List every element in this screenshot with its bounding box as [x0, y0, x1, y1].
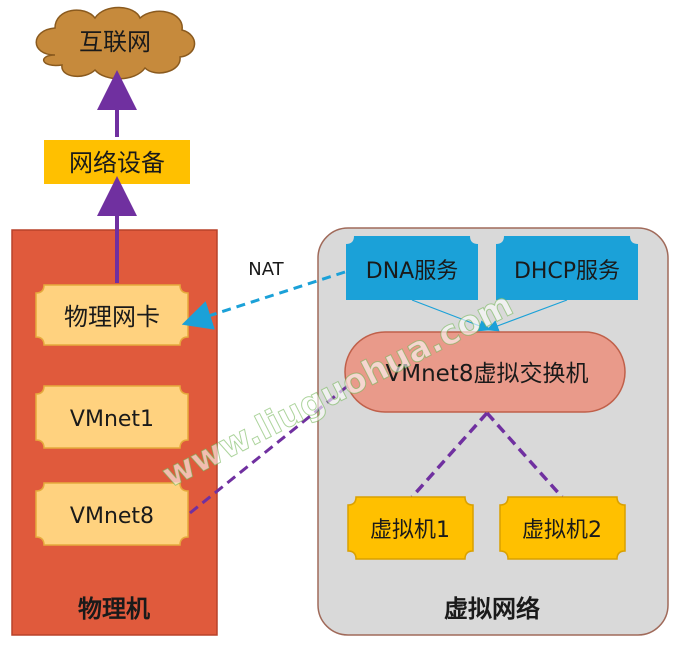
nat-dashed-arrow	[181, 270, 346, 330]
virtual-switch-label: VMnet8虚拟交换机	[386, 361, 589, 387]
switch-to-vm1-line	[410, 411, 489, 499]
dhcp-service-node: DHCP服务	[496, 236, 638, 300]
internet-label: 互联网	[79, 28, 151, 56]
nat-label: NAT	[248, 259, 284, 280]
vmnet8-node: VMnet8	[35, 482, 189, 546]
dhcp-to-switch-arrow	[486, 299, 568, 332]
physical-nic-label: 物理网卡	[64, 303, 160, 331]
internet-cloud: 互联网	[35, 6, 196, 80]
physical-machine-title: 物理机	[78, 595, 150, 623]
virtual-switch-node: VMnet8虚拟交换机	[344, 331, 626, 413]
vm1-label: 虚拟机1	[370, 518, 450, 543]
vmnet8-label: VMnet8	[70, 504, 154, 529]
vm2-node: 虚拟机2	[499, 496, 626, 560]
switch-to-vm2-line	[485, 411, 564, 499]
dna-service-node: DNA服务	[346, 236, 478, 300]
dna-to-switch-arrow	[411, 299, 491, 332]
dna-service-label: DNA服务	[366, 259, 458, 284]
dhcp-service-label: DHCP服务	[514, 259, 620, 284]
vm2-label: 虚拟机2	[522, 518, 602, 543]
vmnet1-node: VMnet1	[35, 385, 189, 449]
vmnet8-to-switch-line	[189, 378, 356, 515]
physical-nic-node: 物理网卡	[35, 284, 189, 346]
vm1-node: 虚拟机1	[347, 496, 474, 560]
vmnet1-label: VMnet1	[70, 407, 154, 432]
virtual-network-title: 虚拟网络	[444, 595, 540, 623]
network-device-label: 网络设备	[69, 149, 165, 177]
